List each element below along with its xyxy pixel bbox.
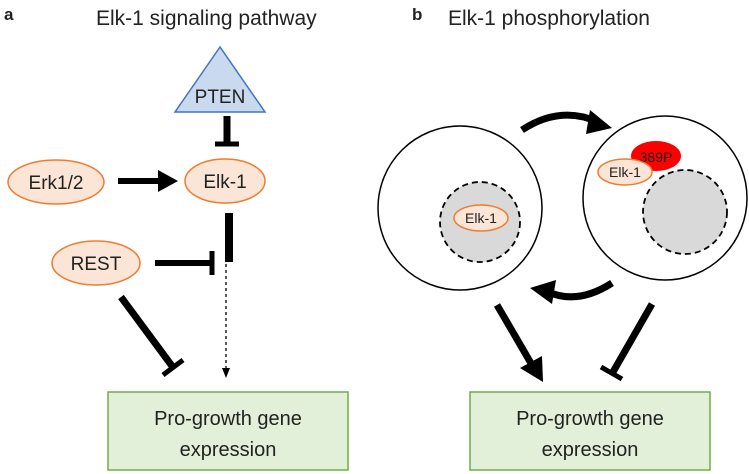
inhibit-expression-line <box>609 302 656 374</box>
elk1-nuclear-label: Elk-1 <box>465 210 497 226</box>
elk1-cytoplasmic-label: Elk-1 <box>609 164 641 180</box>
dephosphorylation-arrow-line <box>546 280 614 301</box>
phospho-site-label: 389P <box>640 149 673 165</box>
panel-a-output-box <box>107 391 349 471</box>
elk1-label: Elk-1 <box>203 172 246 193</box>
inhibit-expression-bar <box>599 364 624 382</box>
elk1-node <box>184 158 266 204</box>
panel-b-output-box <box>469 391 711 471</box>
pten-label: PTEN <box>195 87 246 108</box>
promote-expression-line <box>493 303 536 367</box>
nucleus-right <box>642 169 728 255</box>
rest-node <box>51 240 141 286</box>
panel-a-output-line2: expression <box>180 439 277 461</box>
erk-node <box>7 159 105 205</box>
panel-b-letter: b <box>412 5 422 24</box>
rest-expression-inhibit-bar <box>161 358 185 377</box>
pten-node <box>173 45 267 113</box>
erk-label: Erk1/2 <box>29 173 84 194</box>
phosphorylation-arrow-line <box>520 111 600 133</box>
phosphorylation-arrowhead <box>586 110 612 134</box>
panel-b-output-line1: Pro-growth gene <box>516 408 664 430</box>
panel-b-title: Elk-1 phosphorylation <box>448 7 650 30</box>
erk-to-elk-arrowhead <box>158 170 178 192</box>
panel-a-letter: a <box>4 5 14 24</box>
dephosphorylation-arrowhead <box>530 280 556 304</box>
promote-expression-arrowhead <box>520 356 543 382</box>
panel-a-output-line1: Pro-growth gene <box>154 408 302 430</box>
dashed-output-arrowhead <box>222 368 230 378</box>
elk1-cytoplasmic-node <box>597 158 653 186</box>
elk1-nuclear-node <box>453 204 509 232</box>
panel-b-output-line2: expression <box>542 439 639 461</box>
panel-a-title: Elk-1 signaling pathway <box>96 7 317 30</box>
rest-expression-inhibit-line <box>118 294 175 369</box>
rest-label: REST <box>71 254 122 275</box>
